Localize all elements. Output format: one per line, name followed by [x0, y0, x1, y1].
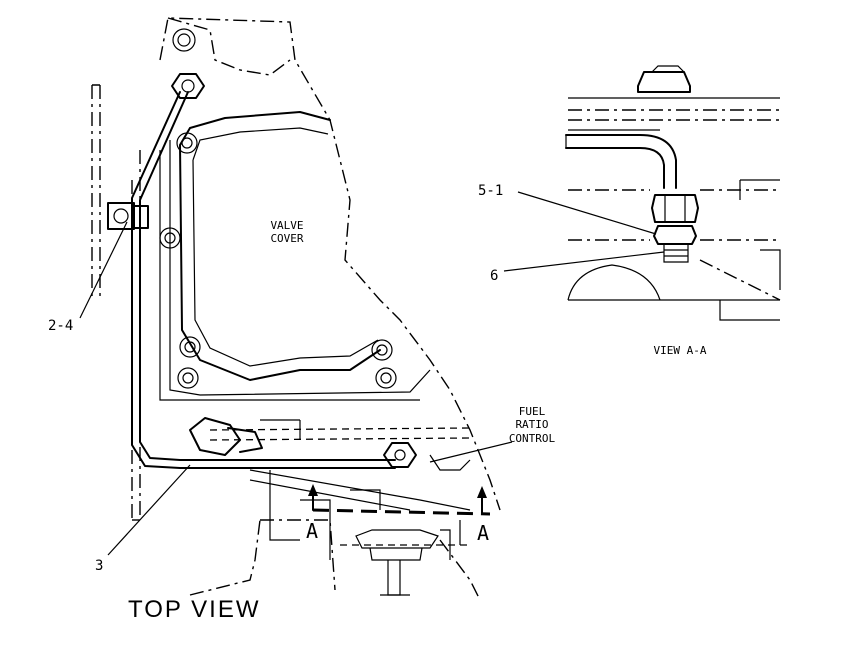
callout-6: 6	[490, 268, 498, 284]
fuel-ratio-control-label-line3: CONTROL	[509, 432, 556, 445]
section-a-right-label: A	[477, 521, 489, 545]
fuel-ratio-control-label-line2: RATIO	[515, 418, 548, 431]
top-view-title: TOP VIEW	[128, 596, 260, 623]
view-a-a-title: VIEW A-A	[654, 344, 707, 357]
valve-cover-label-line2: COVER	[270, 232, 303, 245]
valve-cover-label-line1: VALVE	[270, 219, 303, 232]
callout-5-1: 5-1	[478, 183, 503, 199]
top-view-drawing	[79, 17, 513, 601]
callout-2-4: 2-4	[48, 318, 73, 334]
callout-3: 3	[95, 558, 103, 574]
fuel-ratio-control-label-line1: FUEL	[519, 405, 546, 418]
view-a-a-drawing	[503, 65, 781, 321]
section-a-left-label: A	[306, 519, 318, 543]
